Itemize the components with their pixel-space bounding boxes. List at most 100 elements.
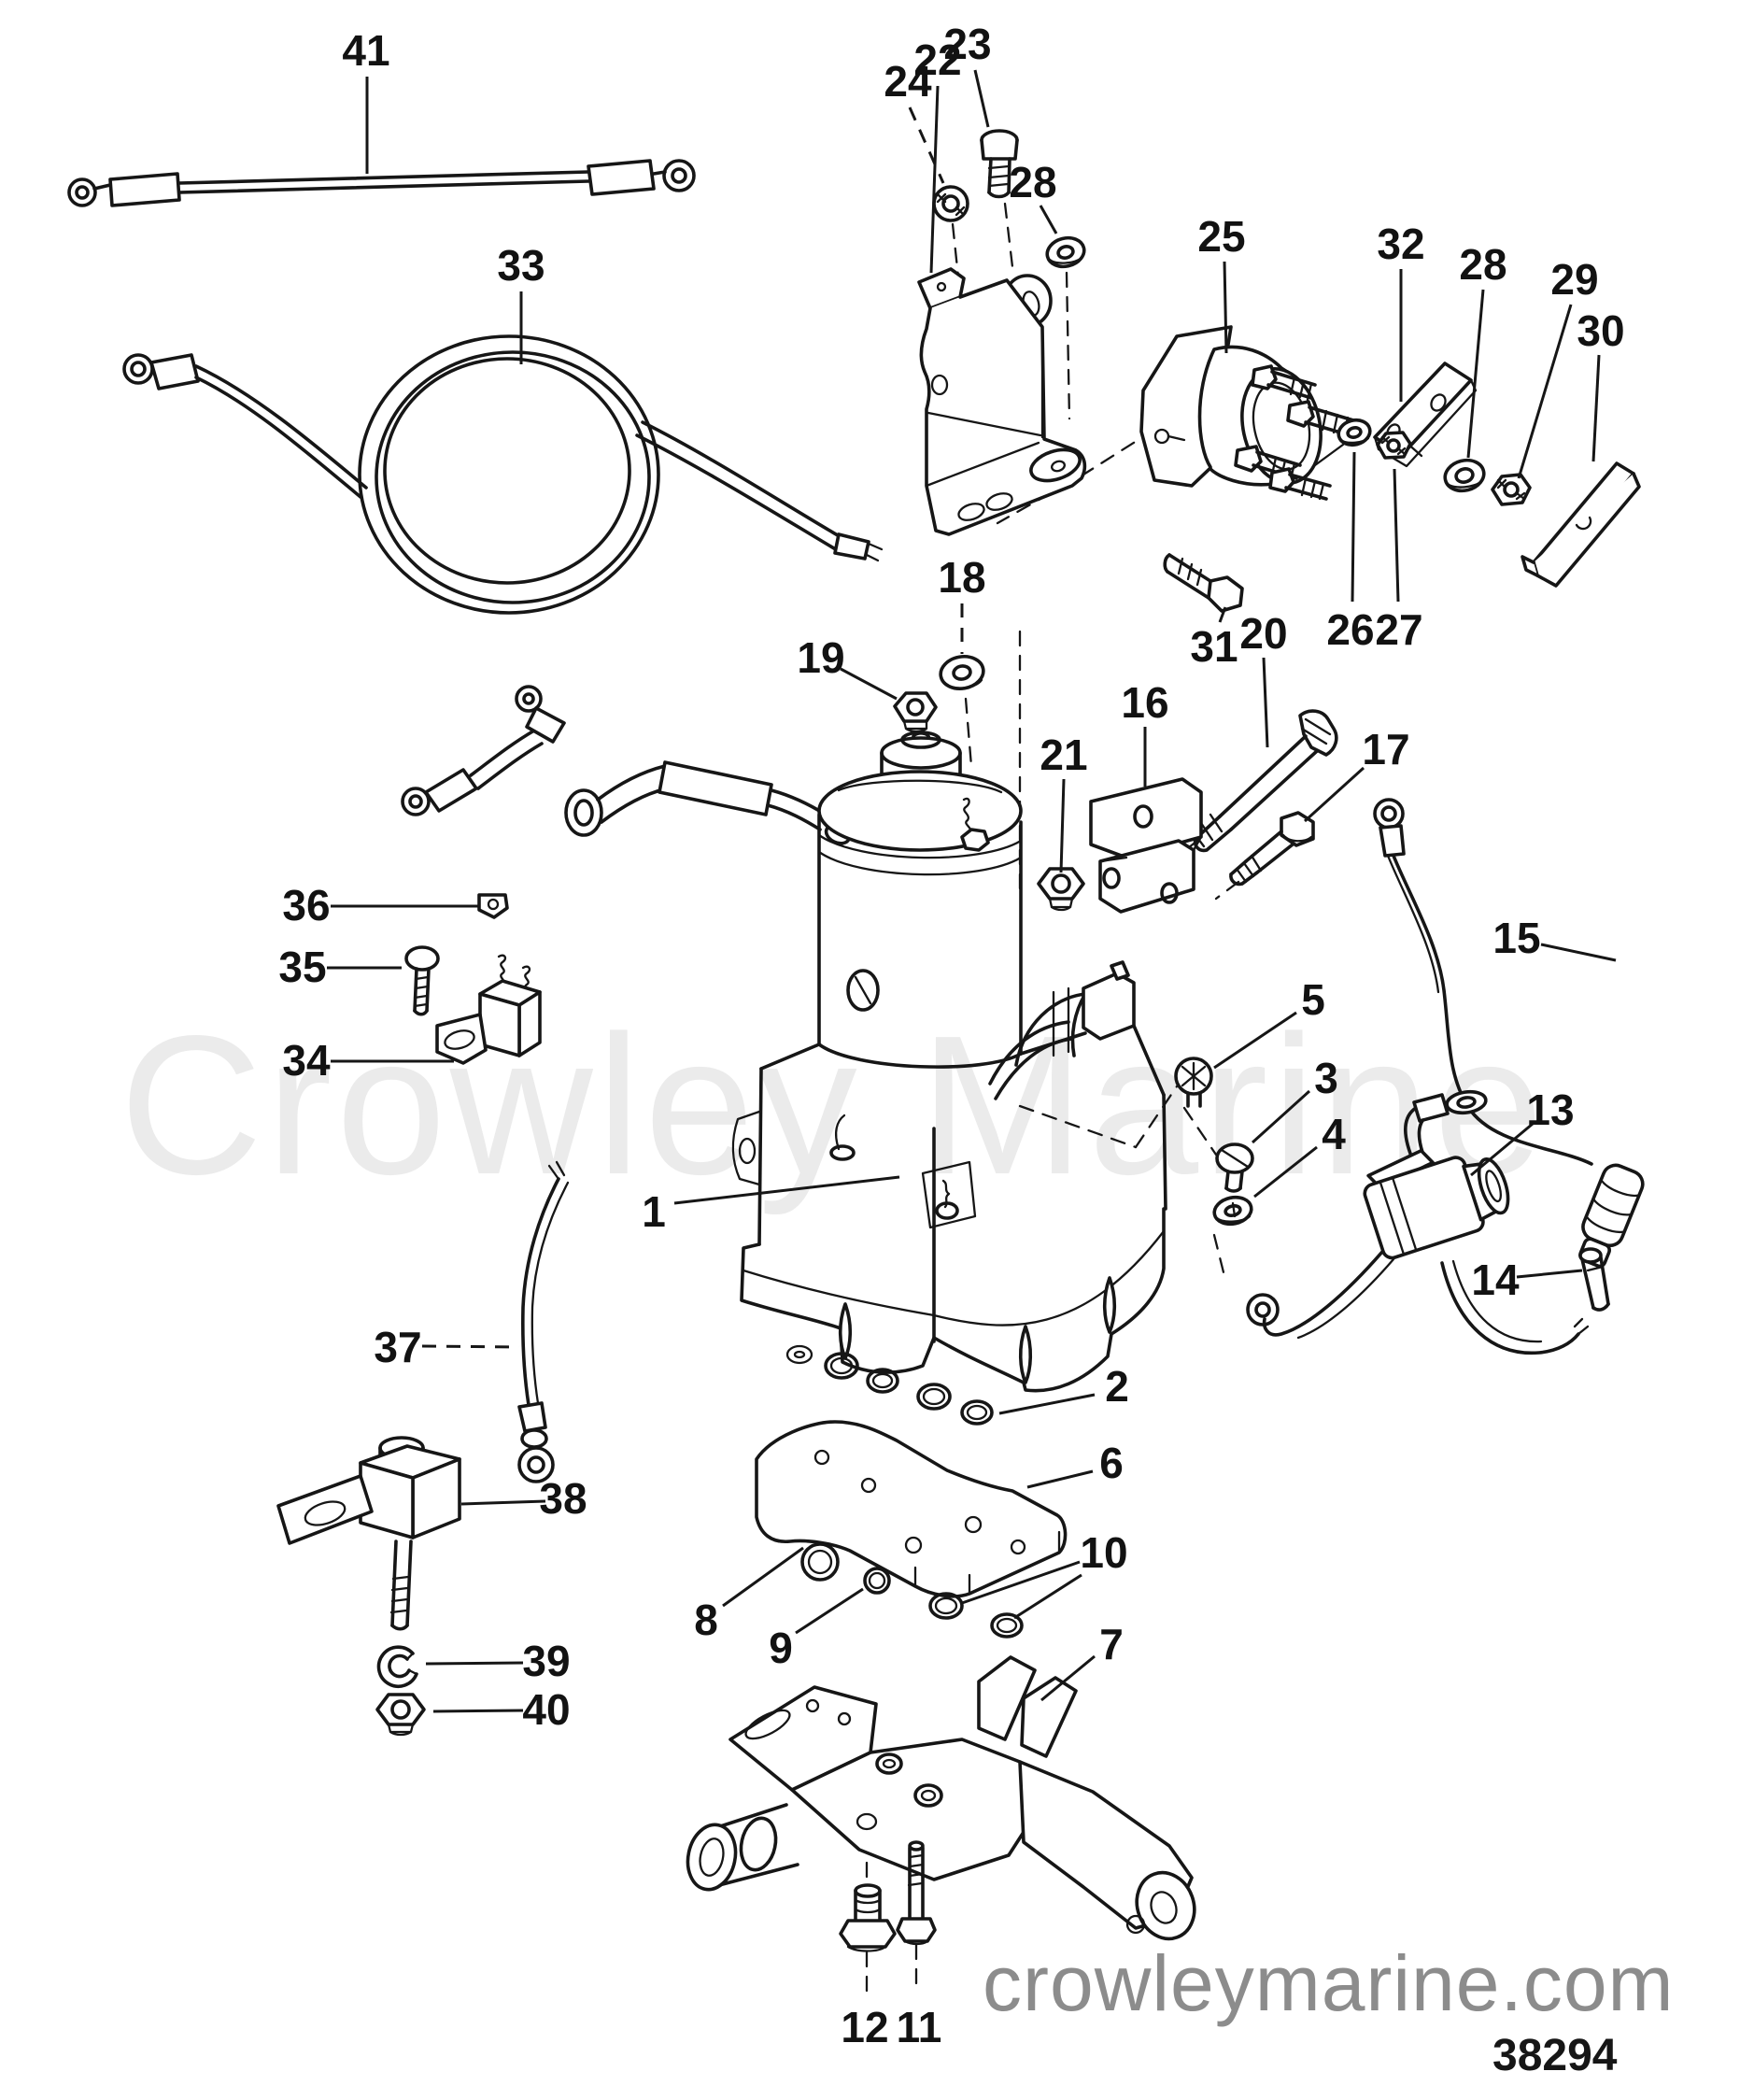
callout-28-label-27: 28 bbox=[1009, 158, 1056, 206]
callout-2-leader bbox=[998, 1393, 1096, 1415]
callout-10-leader bbox=[961, 1560, 1081, 1605]
callout-21-leader bbox=[1059, 778, 1066, 873]
callout-23-label-22: 23 bbox=[943, 20, 991, 68]
callout-30-leader bbox=[1591, 354, 1601, 462]
wire-harness bbox=[401, 685, 852, 845]
callout-34-label-34: 34 bbox=[282, 1036, 331, 1085]
callout-28-leader bbox=[1039, 205, 1058, 234]
part-11-bolt bbox=[896, 1840, 937, 1946]
callout-10-leader-1 bbox=[1013, 1573, 1082, 1620]
callout-15-leader bbox=[1540, 943, 1617, 962]
part-30-plate bbox=[1521, 461, 1641, 588]
part-3-screw bbox=[1215, 1142, 1254, 1193]
callout-22-label-21: 22 bbox=[913, 35, 961, 84]
part-5-screw bbox=[1174, 1057, 1213, 1108]
callout-38-leader bbox=[460, 1499, 546, 1506]
watermark-site: crowleymarine.com bbox=[983, 1939, 1675, 2027]
callout-38-label-38: 38 bbox=[539, 1474, 587, 1523]
callout-28-leader bbox=[1466, 289, 1485, 459]
part-22-mounting-bracket bbox=[917, 267, 1087, 536]
part-26-washer bbox=[1337, 418, 1372, 447]
callout-33-label-33: 33 bbox=[497, 241, 545, 290]
callout-3-leader bbox=[1251, 1089, 1311, 1144]
callout-21-label-20: 21 bbox=[1040, 731, 1087, 779]
fuse-body bbox=[1363, 1148, 1510, 1260]
callout-17-leader bbox=[1303, 766, 1365, 823]
part-8-oring bbox=[800, 1542, 840, 1582]
callout-36-label-36: 36 bbox=[282, 881, 330, 929]
callout-6-label-5: 6 bbox=[1099, 1439, 1124, 1487]
part-37-ground-wire bbox=[517, 1160, 570, 1483]
part-16-bracket bbox=[1089, 777, 1203, 914]
callout-8-label-7: 8 bbox=[694, 1596, 718, 1644]
callout-15-label-14: 15 bbox=[1492, 914, 1540, 962]
callout-6-leader bbox=[1026, 1469, 1094, 1489]
part-14-pin bbox=[1578, 1247, 1610, 1312]
callout-40-leader bbox=[432, 1709, 524, 1713]
callout-2-label-1: 2 bbox=[1105, 1362, 1129, 1411]
callout-9-label-8: 9 bbox=[769, 1624, 793, 1672]
callout-18-label-17: 18 bbox=[938, 553, 985, 602]
callout-19-label-18: 19 bbox=[797, 633, 844, 682]
part-33-coiled-wire bbox=[122, 334, 884, 615]
callout-13-label-12: 13 bbox=[1526, 1085, 1574, 1134]
part-10-orings bbox=[928, 1592, 1024, 1639]
part-24-lock-washer bbox=[932, 185, 969, 222]
part-18-washer bbox=[939, 654, 985, 691]
callout-39-label-39: 39 bbox=[522, 1637, 570, 1685]
callout-25-leader bbox=[1223, 261, 1228, 354]
callout-31-leader bbox=[1218, 606, 1227, 623]
callout-26-label-25: 26 bbox=[1326, 605, 1374, 654]
callout-22-leader bbox=[929, 85, 940, 274]
callout-20-label-19: 20 bbox=[1239, 609, 1287, 658]
callout-28-label-28: 28 bbox=[1459, 240, 1506, 289]
callout-19-leader bbox=[840, 667, 898, 701]
pump-bracket-clamp bbox=[988, 960, 1136, 1100]
callout-1-label-0: 1 bbox=[642, 1187, 666, 1236]
callout-26-leader bbox=[1351, 451, 1356, 603]
callout-12-label-11: 12 bbox=[841, 2003, 888, 2051]
solenoid-terminal-studs bbox=[1234, 364, 1362, 501]
callout-9-leader bbox=[795, 1587, 864, 1635]
callout-17-label-16: 17 bbox=[1362, 725, 1409, 773]
part-28-washer-lower bbox=[1443, 458, 1486, 493]
part-35-screw bbox=[404, 945, 440, 1016]
part-25-solenoid bbox=[1139, 325, 1362, 501]
callout-39-leader bbox=[425, 1661, 524, 1666]
callout-8-leader bbox=[722, 1546, 804, 1608]
part-34-circuit-breaker bbox=[435, 954, 542, 1065]
callout-11-label-10: 11 bbox=[897, 2003, 942, 2051]
watermark-large: Crowley Marine bbox=[120, 994, 1548, 1215]
part-21-nut bbox=[1037, 867, 1085, 912]
callout-32-label-32: 32 bbox=[1377, 220, 1424, 268]
part-27-nut bbox=[1376, 431, 1412, 460]
electric-motor bbox=[817, 731, 1023, 1069]
callout-24-label-23: 24 bbox=[884, 57, 932, 106]
callout-14-label-13: 14 bbox=[1471, 1256, 1520, 1304]
reservoir bbox=[731, 1024, 1167, 1393]
callout-7-label-6: 7 bbox=[1099, 1620, 1124, 1668]
callout-5-label-4: 5 bbox=[1301, 975, 1325, 1024]
part-9-oring bbox=[863, 1567, 891, 1595]
part-28-washer-upper bbox=[1045, 235, 1086, 269]
part-39-lock-washer bbox=[376, 1645, 418, 1688]
part-6-adapter-plate bbox=[755, 1420, 1068, 1598]
callout-14-leader bbox=[1516, 1269, 1583, 1279]
callout-30-label-30: 30 bbox=[1577, 306, 1624, 355]
callout-27-label-26: 27 bbox=[1375, 605, 1422, 654]
callout-29-label-29: 29 bbox=[1550, 255, 1598, 304]
part-23-bolt bbox=[980, 129, 1019, 199]
part-12-fitting bbox=[839, 1883, 897, 1952]
part-40-nut bbox=[375, 1693, 426, 1737]
callout-10-label-9: 10 bbox=[1080, 1528, 1127, 1577]
part-1-pump-motor-assembly bbox=[401, 685, 1167, 1393]
callout-41-label-41: 41 bbox=[342, 26, 389, 75]
callout-24-leader bbox=[908, 106, 945, 184]
part-31-bolt bbox=[1163, 553, 1244, 613]
part-13-fuse-assembly bbox=[1246, 1089, 1590, 1355]
part-4-washer bbox=[1212, 1195, 1253, 1227]
callout-37-label-37: 37 bbox=[374, 1323, 421, 1371]
